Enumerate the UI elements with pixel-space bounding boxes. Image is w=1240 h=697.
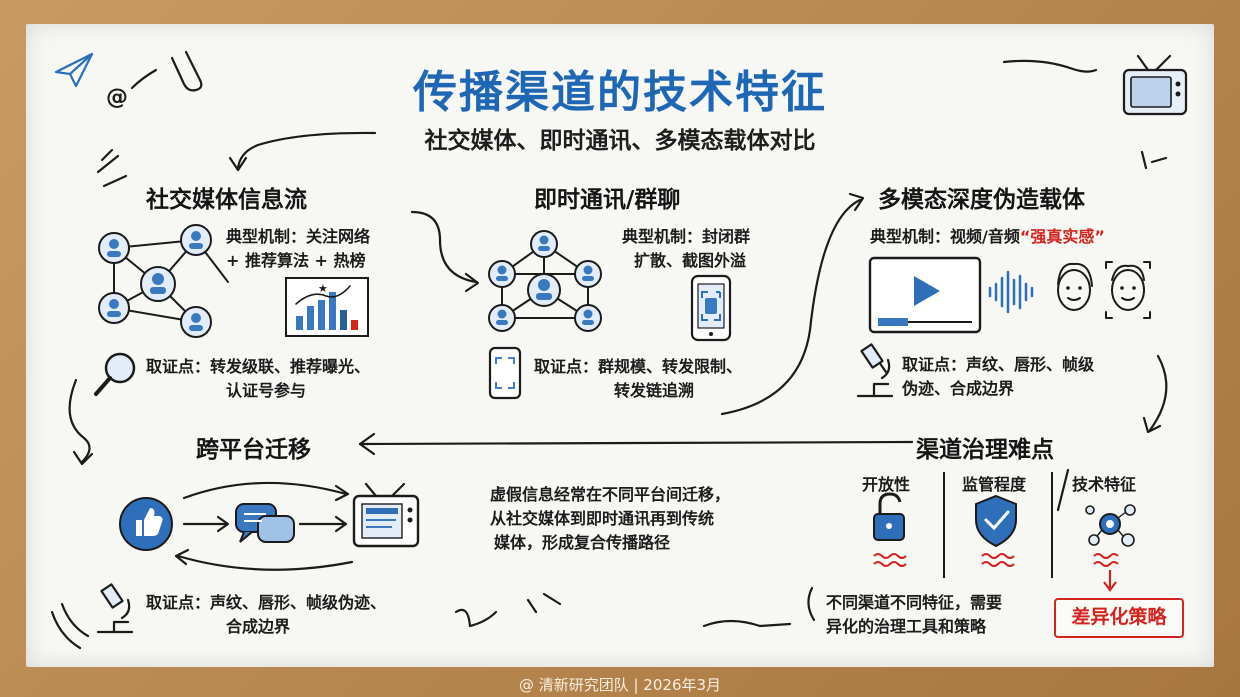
shield-icon xyxy=(975,494,1017,548)
social-heading: 社交媒体信息流 xyxy=(146,187,307,213)
im-evidence-line1: 取证点：群规模、转发限制、 xyxy=(534,357,743,376)
im-mechanism-line2: 扩散、截图外溢 xyxy=(634,251,747,270)
deepfake-mechanism-prefix: 典型机制：视频/音频 xyxy=(870,227,1020,246)
deepfake-evidence-line2: 伪迹、合成边界 xyxy=(902,379,1015,398)
governance-col-openness: 开放性 xyxy=(862,475,911,494)
unlock-icon xyxy=(873,492,905,541)
tv-icon xyxy=(1122,54,1188,116)
chat-bubbles-icon xyxy=(235,503,295,543)
gear-network-icon xyxy=(1085,504,1136,547)
governance-heading: 渠道治理难点 xyxy=(916,437,1054,463)
at-sign-icon: @ xyxy=(106,85,128,110)
social-evidence-line1: 取证点：转发级联、推荐曝光、 xyxy=(146,357,371,376)
migration-desc-line2: 从社交媒体到即时通讯再到传统 xyxy=(490,509,715,528)
paperclip-icon xyxy=(170,50,203,92)
footer-credit: @ 清新研究团队 | 2026年3月 xyxy=(518,676,722,694)
deepfake-mechanism: 典型机制：视频/音频“强真实感” xyxy=(870,226,1105,248)
page-title: 传播渠道的技术特征 xyxy=(413,67,827,118)
migration-desc-line1: 虚假信息经常在不同平台间迁移， xyxy=(490,485,731,504)
social-evidence-line2: 认证号参与 xyxy=(226,381,307,400)
page-subtitle: 社交媒体、即时通讯、多模态载体对比 xyxy=(424,128,816,154)
governance-col-tech: 技术特征 xyxy=(1072,475,1137,494)
migration-evidence-line1: 取证点：声纹、唇形、帧级伪迹、 xyxy=(146,593,387,612)
svg-text:★: ★ xyxy=(318,282,328,295)
migration-desc-line3: 媒体，形成复合传播路径 xyxy=(494,533,671,552)
strategy-badge: 差异化策略 xyxy=(1054,598,1184,638)
tv-news-icon xyxy=(352,482,420,548)
governance-col-regulation: 监管程度 xyxy=(962,475,1027,494)
deepfake-mechanism-highlight: “强真实感” xyxy=(1019,227,1105,246)
whiteboard xyxy=(26,24,1214,667)
governance-conclusion-line2: 异化的治理工具和策略 xyxy=(826,617,987,636)
migration-heading: 跨平台迁移 xyxy=(196,437,311,463)
governance-conclusion-line1: 不同渠道不同特征，需要 xyxy=(826,593,1003,612)
social-mechanism-line2: + 推荐算法 + 热榜 xyxy=(226,251,366,270)
deepfake-evidence-line1: 取证点：声纹、唇形、帧级 xyxy=(902,355,1095,374)
paper-plane-icon xyxy=(54,52,94,88)
im-evidence-line2: 转发链追溯 xyxy=(614,381,695,400)
im-heading: 即时通讯/群聊 xyxy=(534,187,681,213)
im-mechanism-line1: 典型机制：封闭群 xyxy=(622,227,751,246)
social-mechanism-line1: 典型机制：关注网络 xyxy=(226,227,371,246)
deepfake-heading: 多模态深度伪造载体 xyxy=(878,187,1085,213)
migration-evidence-line2: 合成边界 xyxy=(226,617,291,636)
